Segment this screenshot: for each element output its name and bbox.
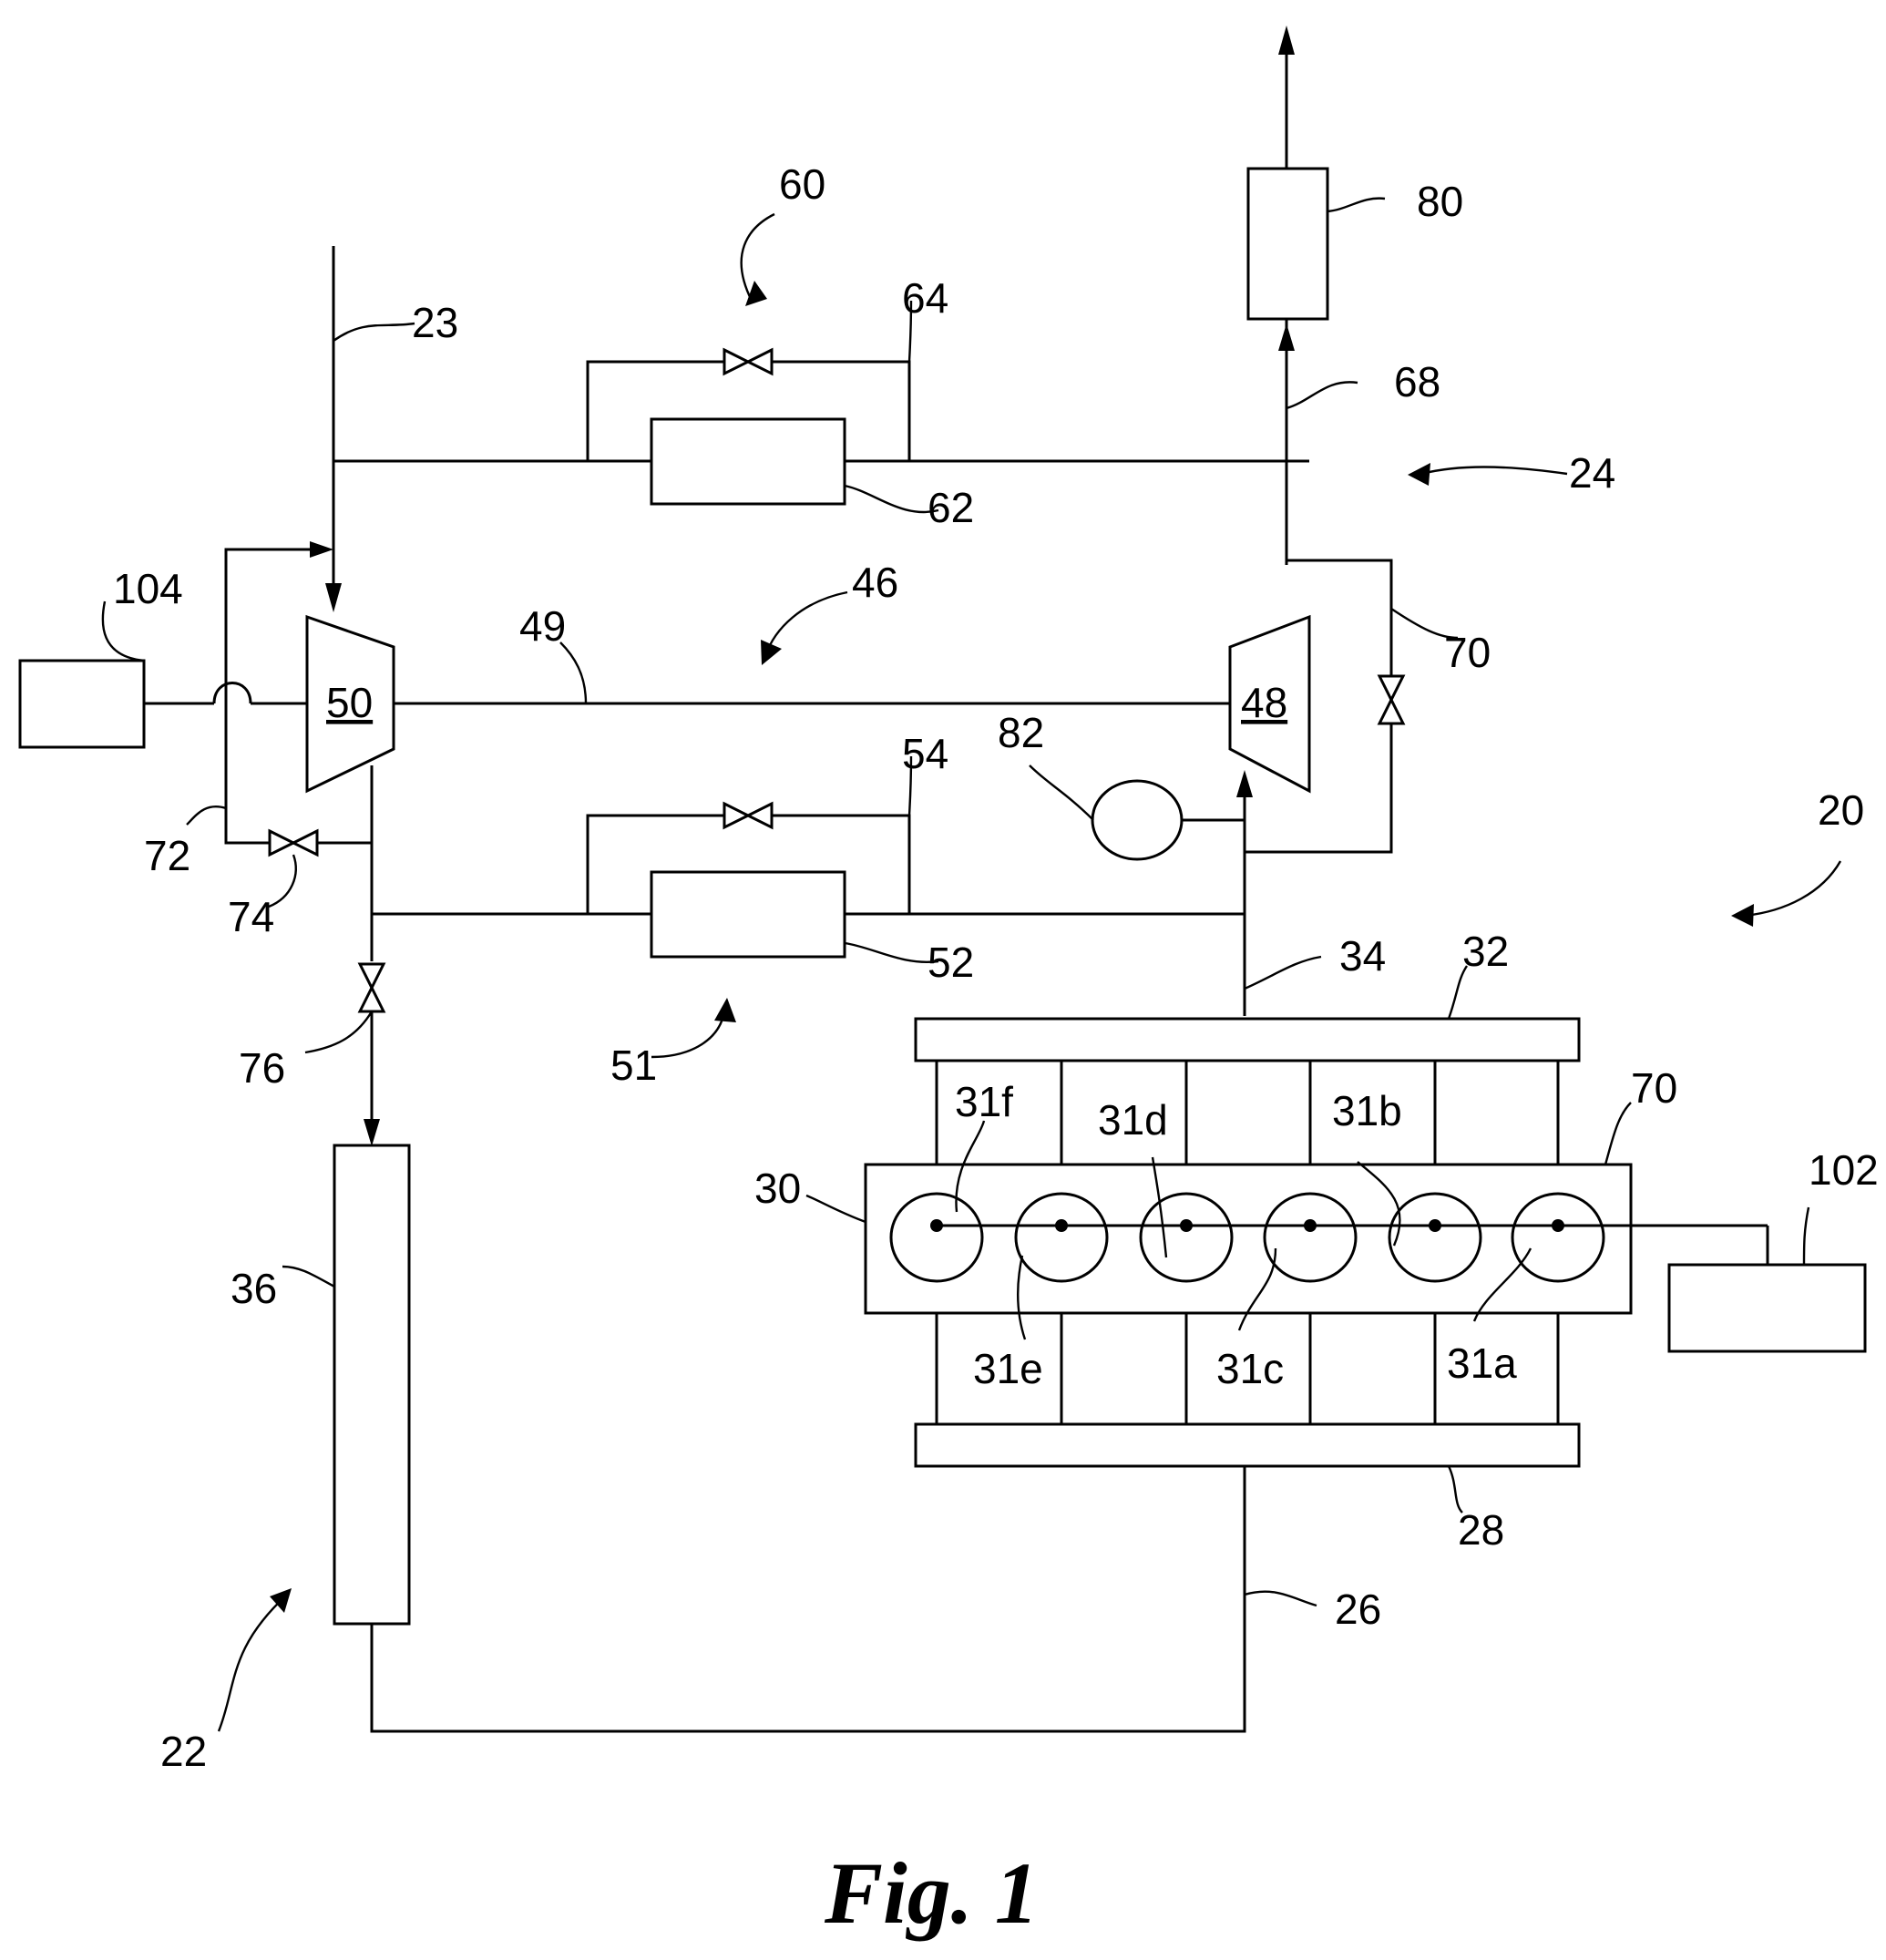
label-102: 102 bbox=[1809, 1146, 1879, 1194]
direction-arrows bbox=[219, 214, 1840, 1731]
label-70-wastegate: 70 bbox=[1444, 629, 1491, 676]
label-72: 72 bbox=[144, 832, 190, 879]
label-50: 50 bbox=[326, 679, 373, 726]
cylinder-31f bbox=[891, 1194, 982, 1281]
label-32: 32 bbox=[1462, 928, 1509, 975]
label-60: 60 bbox=[779, 160, 825, 208]
recirc-valve-74 bbox=[270, 831, 317, 855]
label-76: 76 bbox=[239, 1044, 285, 1092]
outlet-68-line bbox=[1278, 319, 1295, 565]
exhaust-outlet-arrow bbox=[1278, 26, 1295, 169]
charge-cooler-52 bbox=[651, 872, 845, 957]
cylinder-31b bbox=[1389, 1194, 1481, 1281]
cylinder-31d bbox=[1141, 1194, 1232, 1281]
label-34: 34 bbox=[1339, 932, 1386, 980]
wastegate-valve bbox=[1379, 676, 1403, 723]
label-31c: 31c bbox=[1216, 1345, 1284, 1392]
label-31d: 31d bbox=[1098, 1096, 1168, 1144]
label-26: 26 bbox=[1335, 1585, 1381, 1633]
intake-manifold-32 bbox=[916, 1019, 1579, 1061]
label-82: 82 bbox=[998, 709, 1044, 756]
label-62: 62 bbox=[928, 484, 974, 531]
label-80: 80 bbox=[1417, 178, 1463, 225]
label-36: 36 bbox=[231, 1265, 277, 1312]
aftertreatment-box bbox=[1248, 169, 1327, 319]
intake-line-23 bbox=[325, 246, 342, 612]
label-74: 74 bbox=[228, 893, 274, 940]
cylinder-31a bbox=[1512, 1194, 1604, 1281]
aftertreatment-cooler-62 bbox=[651, 419, 845, 504]
label-31f: 31f bbox=[955, 1078, 1013, 1125]
egr-line-26 bbox=[372, 1458, 1245, 1731]
label-30: 30 bbox=[754, 1165, 801, 1212]
label-104: 104 bbox=[113, 565, 183, 612]
valve-64 bbox=[724, 350, 772, 374]
cylinder-31c bbox=[1265, 1194, 1356, 1281]
label-52: 52 bbox=[928, 939, 974, 986]
label-48: 48 bbox=[1241, 679, 1287, 726]
label-24: 24 bbox=[1569, 449, 1615, 497]
cylinder-31e bbox=[1016, 1194, 1107, 1281]
label-64: 64 bbox=[902, 274, 948, 322]
label-46: 46 bbox=[852, 559, 898, 606]
label-51: 51 bbox=[610, 1042, 657, 1089]
label-68: 68 bbox=[1394, 358, 1440, 405]
label-23: 23 bbox=[412, 299, 458, 346]
controller-102 bbox=[1669, 1265, 1865, 1351]
label-31e: 31e bbox=[973, 1345, 1043, 1392]
label-54: 54 bbox=[902, 730, 948, 777]
motor-104 bbox=[20, 661, 144, 747]
label-70-block: 70 bbox=[1631, 1064, 1677, 1112]
label-49: 49 bbox=[519, 602, 566, 650]
egr-cooler-36 bbox=[334, 1145, 409, 1624]
turbine-inlet-line bbox=[1236, 770, 1253, 1016]
egr-valve-76 bbox=[360, 964, 384, 1011]
label-20: 20 bbox=[1818, 786, 1864, 834]
label-28: 28 bbox=[1458, 1506, 1504, 1554]
label-31b: 31b bbox=[1332, 1087, 1402, 1134]
exhaust-manifold-28 bbox=[916, 1424, 1579, 1466]
valve-54 bbox=[724, 804, 772, 827]
sensor-82 bbox=[1092, 781, 1182, 859]
label-22: 22 bbox=[160, 1728, 207, 1775]
figure-caption: Fig. 1 bbox=[824, 1844, 1039, 1942]
egr-line-down bbox=[364, 1011, 380, 1146]
label-31a: 31a bbox=[1447, 1339, 1517, 1387]
